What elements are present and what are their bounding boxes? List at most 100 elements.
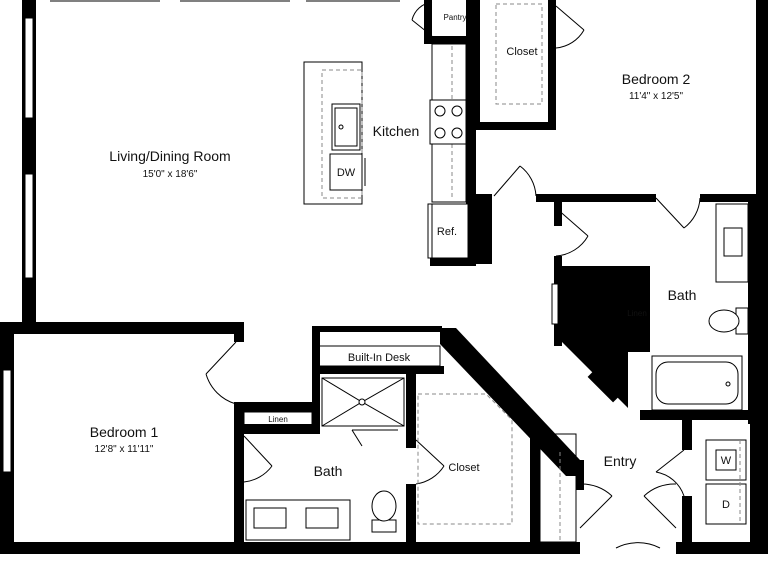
wall-shower-right <box>406 368 416 448</box>
door-closet2 <box>555 5 585 49</box>
wall-laundry-right <box>750 420 768 550</box>
wall-bath2-left <box>554 196 562 226</box>
living-room-dims: 15'0" x 18'6" <box>143 169 198 180</box>
laundry <box>705 439 747 525</box>
bath-main-fixtures <box>245 377 405 541</box>
wall-bedroom2-bottom-2 <box>700 194 768 202</box>
washer <box>705 439 747 481</box>
refrigerator <box>427 203 469 259</box>
wall-bath-closet-divider <box>406 484 416 550</box>
doors <box>205 5 701 549</box>
sink-faucet-icon <box>338 124 344 130</box>
kitchen-sink <box>331 103 361 151</box>
door-bedroom1 <box>205 341 237 405</box>
linen-lower <box>243 411 313 427</box>
refrigerator-label: Ref. <box>437 226 457 238</box>
washer-door <box>715 449 737 471</box>
wall-bedroom1-right-upper <box>234 322 244 342</box>
wall-bedroom1-top <box>0 322 244 334</box>
door-laundry <box>655 449 685 497</box>
wall-desk-bottom <box>312 366 444 374</box>
living-room-name: Living/Dining Room <box>109 148 230 164</box>
kitchen-fixtures <box>303 1 469 259</box>
kitchen-island <box>303 61 363 205</box>
wall-closet2-right <box>548 0 556 130</box>
wall-laundry-left-2 <box>682 496 692 546</box>
pantry-label: Pantry <box>443 13 466 22</box>
door-hall-bath2 <box>555 207 589 257</box>
wall-desk-top <box>312 326 442 332</box>
wall-closet1-right <box>530 426 540 550</box>
bedroom2-dims: 11'4" x 12'5" <box>629 91 684 102</box>
burner-icon-2 <box>451 105 463 117</box>
bath-sink-2 <box>305 507 339 529</box>
wall-bath2-bottom <box>640 410 760 420</box>
closets <box>417 3 577 543</box>
closet-bed1-name: Closet <box>448 462 479 474</box>
door-entry-left <box>579 483 613 529</box>
closet-bed1-shelf <box>417 393 513 525</box>
bath2-vanity <box>715 203 749 283</box>
door-shower <box>351 429 398 447</box>
closet-bed2-shelf <box>495 3 543 105</box>
built-in-desk <box>317 345 441 367</box>
bath-secondary-name: Bath <box>668 287 697 303</box>
wall-right-bath <box>748 194 768 424</box>
wall-bath-top-2 <box>236 424 320 434</box>
wall-laundry-left <box>682 420 692 450</box>
bath2-niche <box>587 365 625 403</box>
burner-icon-1 <box>434 105 446 117</box>
kitchen-sink-basin <box>334 107 358 147</box>
wall-bath-top <box>234 402 320 412</box>
wall-hall-left <box>472 194 492 264</box>
tub-drain-icon <box>725 381 731 387</box>
dryer <box>705 483 747 525</box>
window-bath2 <box>551 283 559 325</box>
door-closet1 <box>415 439 445 485</box>
closet-bed2-name: Closet <box>506 46 537 58</box>
dryer-label: D <box>722 499 730 511</box>
toilet-tank <box>371 519 397 533</box>
window-living-lower <box>24 173 34 279</box>
wall-kitchen-right <box>466 44 476 264</box>
bath-main-name: Bath <box>314 463 343 479</box>
desk-linen <box>243 273 647 427</box>
kitchen-name: Kitchen <box>373 123 420 139</box>
wall-pantry-left <box>424 0 432 44</box>
wall-bottom <box>0 542 580 554</box>
entry-closet-outline <box>539 433 577 543</box>
wall-bedroom1-right-lower <box>234 404 244 550</box>
cooktop <box>429 99 467 145</box>
bedroom1-name: Bedroom 1 <box>90 424 159 440</box>
door-bath-main <box>243 435 273 483</box>
windows <box>2 0 559 473</box>
tub-inner <box>655 361 739 405</box>
bath-secondary-fixtures <box>587 203 749 411</box>
wall-right-bedroom2 <box>756 0 768 202</box>
washer-label: W <box>721 455 732 467</box>
entry-name: Entry <box>604 453 637 469</box>
walls <box>0 0 768 554</box>
dishwasher <box>329 153 363 191</box>
burner-icon-4 <box>451 127 463 139</box>
burner-icon-3 <box>434 127 446 139</box>
linen-lower-label: Linen <box>268 415 288 424</box>
toilet-bowl <box>371 490 397 522</box>
wall-pantry-right <box>466 0 476 44</box>
window-living-upper <box>24 17 34 119</box>
shower-drain-icon <box>358 398 366 406</box>
linen-upper-label: Linen <box>627 309 647 318</box>
bath2-sink <box>723 227 743 257</box>
wall-shower-left <box>312 326 320 434</box>
bath-sink-1 <box>253 507 287 529</box>
wall-closet2-bottom <box>472 122 556 130</box>
wall-entry-right <box>576 460 584 490</box>
wall-pantry-bottom <box>424 36 476 44</box>
pantry-door-swing <box>411 1 433 37</box>
window-bedroom1 <box>2 369 12 473</box>
door-bedroom2 <box>493 165 537 197</box>
door-entry-front <box>615 542 661 549</box>
built-in-desk-label: Built-In Desk <box>348 352 411 364</box>
bedroom1-dims: 12'8" x 11'11" <box>95 444 154 455</box>
